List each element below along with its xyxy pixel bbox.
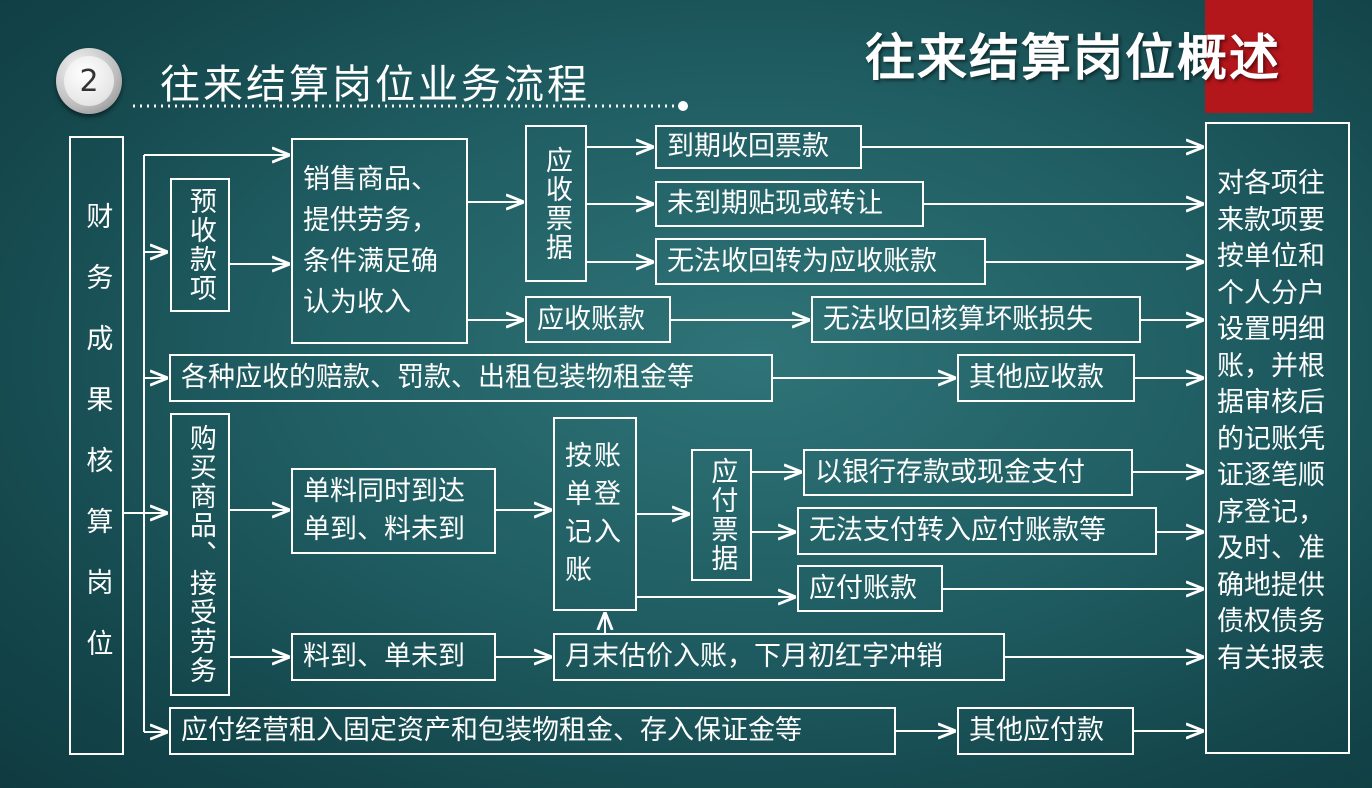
nr-uncollectable-node: 无法收回转为应收账款 [655, 238, 986, 285]
month-end-node: 月末估价入账，下月初红字冲销 [553, 633, 1005, 681]
advance-receipt-node: 预收款项 [170, 178, 230, 312]
accounts-receivable-node: 应收账款 [525, 296, 671, 343]
other-payable-items-node: 应付经营租入固定资产和包装物租金、存入保证金等 [169, 707, 896, 755]
notes-payable-node: 应付票据 [691, 449, 752, 581]
title-accent-tab [1205, 0, 1313, 113]
goods-no-invoice-node: 料到、单未到 [291, 633, 496, 681]
purchase-node: 购买商品、接受劳务 [170, 413, 230, 696]
notes-receivable-node: 应收票据 [525, 125, 587, 282]
record-by-invoice-node: 按账单登记入账 [553, 417, 637, 611]
title-underline-dot [678, 101, 688, 111]
overview-title: 往来结算岗位概述 [865, 29, 1281, 87]
other-receivables-node: 其他应收款 [957, 354, 1135, 402]
nr-due-node: 到期收回票款 [655, 125, 862, 169]
np-unpayable-node: 无法支付转入应付账款等 [797, 507, 1157, 555]
arrive-together-node: 单料同时到达 单到、料未到 [291, 468, 496, 554]
nr-discount-node: 未到期贴现或转让 [655, 181, 924, 227]
section-number-badge: 2 [56, 48, 122, 114]
root-node: 财务成果核算岗位 [69, 136, 124, 755]
other-claims-node: 各种应收的赔款、罚款、出租包装物租金等 [169, 354, 773, 402]
summary-node: 对各项往来款项要按单位和个人分户设置明细账，并根据审核后的记账凭证逐笔顺序登记，… [1205, 122, 1350, 754]
page-title: 往来结算岗位业务流程 [160, 62, 590, 108]
accounts-payable-node: 应付账款 [797, 565, 943, 612]
section-number: 2 [64, 56, 114, 106]
pay-bank-cash-node: 以银行存款或现金支付 [803, 449, 1133, 496]
sales-condition-node: 销售商品、提供劳务，条件满足确认为收入 [291, 138, 468, 344]
other-payables-node: 其他应付款 [957, 707, 1134, 755]
bad-debt-node: 无法收回核算坏账损失 [811, 296, 1141, 343]
